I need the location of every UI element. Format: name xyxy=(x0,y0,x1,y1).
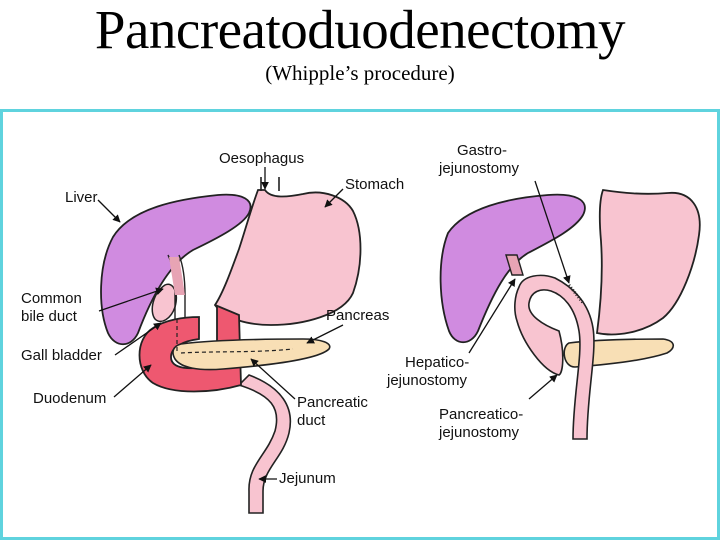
label-pancreaticojejunostomy-1: Pancreatico- xyxy=(439,406,523,423)
pancreatic-duct-shape xyxy=(180,348,294,354)
liver-shape xyxy=(100,193,252,346)
gastrojejunostomy-suture xyxy=(567,284,585,304)
pancreas-shape xyxy=(172,338,331,371)
jejunum-shape xyxy=(237,374,292,514)
diagram-panel: Oesophagus Stomach Liver Common bile duc… xyxy=(0,109,720,540)
page-title: Pancreatoduodenectomy xyxy=(94,0,626,60)
label-gastrojejunostomy-1: Gastro- xyxy=(457,142,507,159)
label-jejunum: Jejunum xyxy=(279,470,336,487)
label-gastrojejunostomy-2: jejunostomy xyxy=(438,160,520,177)
label-hepaticojejunostomy-2: jejunostomy xyxy=(386,372,468,389)
pointer-stomach xyxy=(324,188,344,208)
label-common-bile-duct-1: Common xyxy=(21,290,82,307)
label-duodenum: Duodenum xyxy=(33,390,106,407)
page-subtitle: (Whipple’s procedure) xyxy=(265,61,455,85)
anatomy-diagram: Oesophagus Stomach Liver Common bile duc… xyxy=(21,142,701,514)
label-pancreaticojejunostomy-2: jejunostomy xyxy=(438,424,520,441)
stomach-shape xyxy=(213,189,362,326)
pointer-gastrojejunostomy xyxy=(534,180,571,284)
pointer-hepaticojejunostomy xyxy=(468,278,516,354)
post-op-anatomy xyxy=(439,189,701,440)
label-common-bile-duct-2: bile duct xyxy=(21,308,78,325)
pointer-duodenum xyxy=(113,364,152,398)
pointer-common-bile-duct xyxy=(98,287,164,312)
pre-op-anatomy xyxy=(100,177,362,514)
pointer-pancreatic-duct xyxy=(250,358,296,400)
remnant-stomach-shape xyxy=(595,189,701,336)
jejunal-loop-shape xyxy=(514,274,595,440)
liver-shape-post xyxy=(439,193,586,344)
label-pancreatic-duct-1: Pancreatic xyxy=(297,394,368,411)
label-pancreatic-duct-2: duct xyxy=(297,412,326,429)
label-gall-bladder: Gall bladder xyxy=(21,347,102,364)
bile-duct-stump xyxy=(505,254,524,276)
label-hepaticojejunostomy-1: Hepatico- xyxy=(405,354,469,371)
label-liver: Liver xyxy=(65,189,98,206)
label-stomach: Stomach xyxy=(345,176,404,193)
label-pancreas: Pancreas xyxy=(326,307,389,324)
pointer-pancreaticojejunostomy xyxy=(528,374,558,400)
label-oesophagus: Oesophagus xyxy=(219,150,304,167)
oesophagus-shape xyxy=(260,177,280,191)
pointer-liver xyxy=(97,199,121,223)
pointer-pancreas xyxy=(306,324,344,344)
labels: Oesophagus Stomach Liver Common bile duc… xyxy=(21,142,571,487)
pointer-gall-bladder xyxy=(114,322,162,356)
